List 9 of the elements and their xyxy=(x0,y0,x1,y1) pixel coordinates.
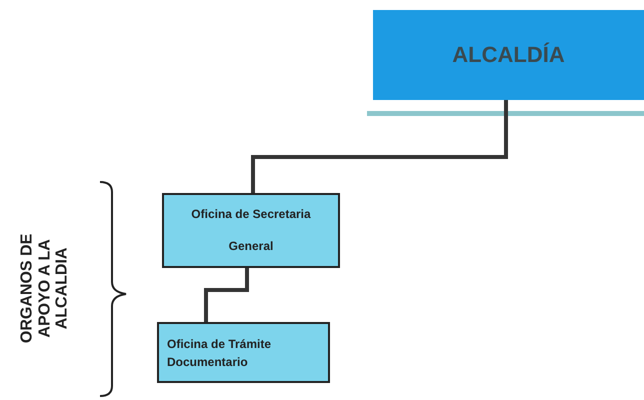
connector-line xyxy=(251,100,508,193)
box-label: Oficina de Secretaria General xyxy=(190,206,312,254)
side-label: ORGANOS DE APOYO A LA ALCALDIA xyxy=(18,232,72,346)
connector-line xyxy=(204,268,249,322)
box-label: Oficina de Trámite Documentario xyxy=(167,336,272,370)
box-label: ALCALDÍA xyxy=(452,42,565,68)
title-box xyxy=(373,10,644,100)
office-box xyxy=(157,322,330,383)
office-box xyxy=(162,193,340,268)
